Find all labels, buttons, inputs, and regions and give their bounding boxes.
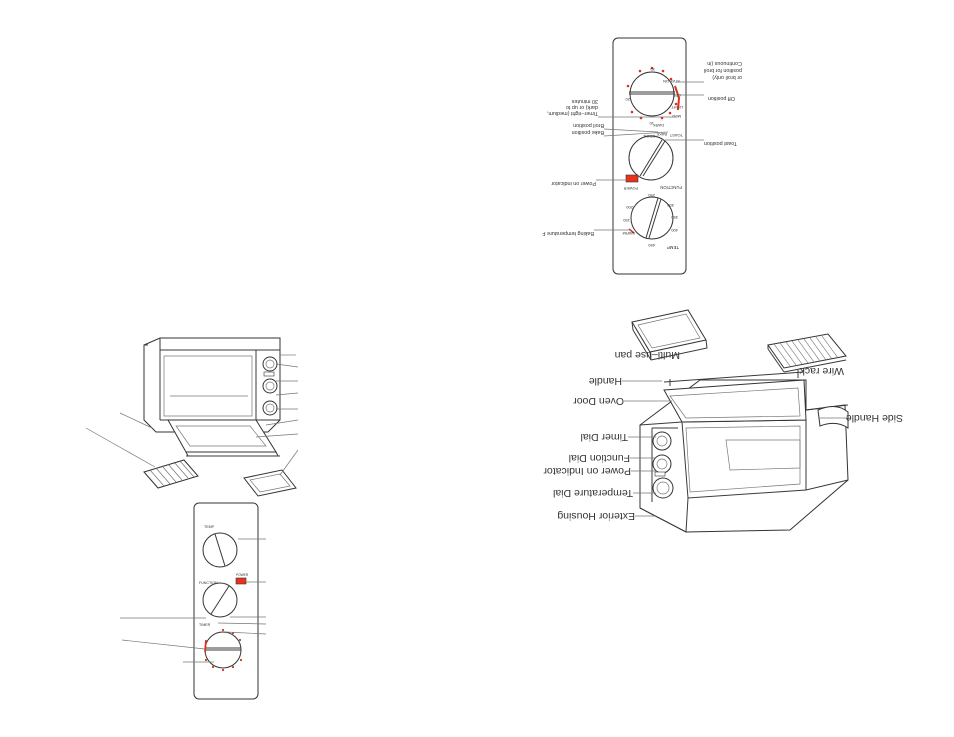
- temp-num-300: 300: [667, 203, 674, 208]
- right-oven-leaders: [622, 380, 848, 517]
- continuous-line-2: position for broil: [704, 67, 742, 73]
- multi-use-pan-label: Multi–use pan: [614, 349, 680, 361]
- timer-right-line-3: 30 minutes: [571, 98, 598, 104]
- temp-title: TEMP: [667, 245, 679, 250]
- dark-label: DARK: [653, 123, 664, 128]
- warm-label: WARM: [622, 231, 635, 236]
- broil-position-label: Broil position: [573, 122, 604, 128]
- power-indicator-note: Power on indicator: [551, 180, 596, 186]
- timer-right-line-1: Timer–right (medium,: [546, 110, 598, 116]
- temp-num-400: 400: [671, 228, 678, 233]
- oven-illustration-left: [143, 337, 297, 497]
- stay-on-label: STAY ON: [663, 79, 680, 84]
- temperature-dial-right: [630, 196, 674, 240]
- left-panel-leaders: [120, 538, 267, 663]
- continuous-line-1: Continuous (in: [707, 60, 742, 66]
- timer-right-line-2: dark) or up to: [566, 104, 598, 110]
- left-oven-leaders: [85, 354, 299, 476]
- right-panel-leaders: [594, 81, 704, 231]
- bake-label: BAKE: [656, 132, 667, 137]
- left-function-title: FUNCTION: [199, 581, 218, 585]
- power-label: POWER: [623, 186, 638, 190]
- oven-door-label: Oven Door: [573, 395, 624, 407]
- med-label: MED: [672, 114, 681, 119]
- timer-dial-right: [629, 71, 675, 117]
- handle-label: Handle: [589, 375, 622, 387]
- left-temp-title: TEMP: [204, 525, 215, 529]
- left-power-label: POWER: [236, 573, 249, 577]
- wire-rack: [767, 333, 847, 373]
- timer-num-20: 20: [625, 97, 630, 102]
- right-panel-annotations: Continuous (in position for broil or bro…: [541, 60, 742, 236]
- continuous-line-3: or broil only): [712, 74, 742, 80]
- broil-label: BROIL: [642, 134, 655, 139]
- right-oven-labels: Multi–use pan Wire rack Handle Oven Door…: [543, 349, 903, 522]
- off-label: OFF: [672, 93, 681, 98]
- temperature-dial-label: Temperature Dial: [553, 487, 633, 499]
- temp-num-200: 200: [626, 205, 633, 210]
- left-timer-title: TIMER: [199, 623, 211, 627]
- multi-use-pan: [631, 309, 708, 361]
- control-panel-right: STAY ON OFF LIGHT MED DARK 10 20 30 TOAS…: [612, 37, 687, 275]
- temp-num-250: 250: [648, 193, 655, 198]
- oven-body: [639, 370, 849, 533]
- side-handle-label: Side Handle: [846, 412, 903, 424]
- toast-position-label: Toast position: [704, 140, 737, 146]
- temp-num-450: 450: [648, 243, 655, 248]
- timer-num-10: 10: [649, 121, 654, 126]
- power-indicator-right: [625, 174, 639, 183]
- exterior-housing-label: Exterior Housing: [557, 510, 635, 522]
- wire-rack-label: Wire rack: [799, 365, 844, 377]
- toast-label: TOAST: [669, 133, 683, 138]
- function-title: FUNCTION: [660, 185, 682, 190]
- timer-ticks-right: [626, 66, 678, 120]
- light-label: LIGHT: [671, 105, 683, 110]
- oven-illustration-right: [631, 309, 849, 533]
- temp-num-150: 150: [623, 218, 630, 223]
- control-panel-left: TEMP POWER FUNCTION TIMER: [193, 502, 259, 700]
- bake-position-label: Bake position: [572, 129, 604, 135]
- timer-dial-label: Timer Dial: [581, 431, 628, 443]
- baking-temp-note: Baking temperature F: [541, 230, 594, 236]
- function-dial-label: Function Dial: [569, 452, 630, 464]
- timer-red-arc: [674, 85, 681, 111]
- timer-num-30: 30: [650, 67, 655, 72]
- function-dial-right: [628, 135, 674, 181]
- off-position-label: Off position: [708, 95, 735, 101]
- power-indicator-label: Power on Indicator: [543, 465, 631, 477]
- power-indicator-left: [235, 577, 247, 585]
- temp-num-350: 350: [671, 215, 678, 220]
